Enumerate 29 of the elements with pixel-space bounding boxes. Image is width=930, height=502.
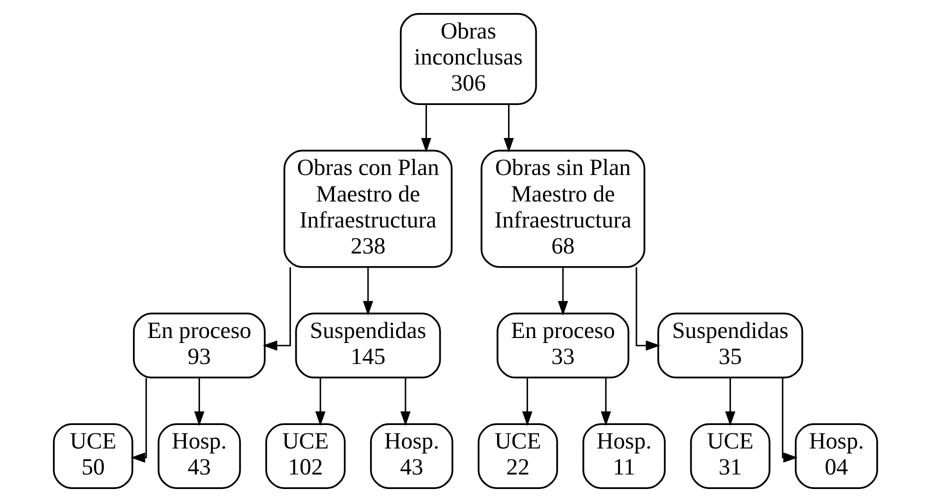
node-box: Suspendidas 35 (656, 312, 803, 378)
arrow (557, 267, 568, 316)
node-box: UCE 102 (264, 423, 346, 489)
arrow (522, 378, 532, 426)
node-box: Obras con Plan Maestro de Infraestructura 238 (283, 150, 452, 268)
node-box: UCE 50 (52, 423, 133, 489)
arrow (194, 378, 204, 426)
arrow (420, 104, 431, 152)
node-box: Hosp. 11 (582, 423, 666, 489)
arrow (781, 378, 798, 463)
arrow (362, 267, 373, 316)
node-box: Suspendidas 145 (294, 312, 440, 378)
arrow (503, 104, 514, 152)
node-box: UCE 22 (477, 423, 558, 489)
arrow (130, 378, 146, 463)
node-box: En proceso 33 (496, 312, 629, 378)
arrow (314, 378, 325, 426)
arrow (635, 267, 660, 351)
arrow (600, 378, 610, 426)
arrow (400, 378, 410, 426)
arrow (262, 267, 290, 351)
node-box: En proceso 93 (132, 312, 266, 378)
node-box: Obras sin Plan Maestro de Infraestructura 68 (480, 150, 645, 268)
arrow (724, 378, 735, 426)
node-box: Hosp. 43 (157, 423, 240, 489)
node-box: Hosp. 43 (370, 423, 453, 489)
node-box: Hosp. 04 (794, 423, 878, 489)
node-box: Obras inconclusas 306 (399, 13, 536, 105)
node-box: UCE 31 (690, 423, 770, 489)
